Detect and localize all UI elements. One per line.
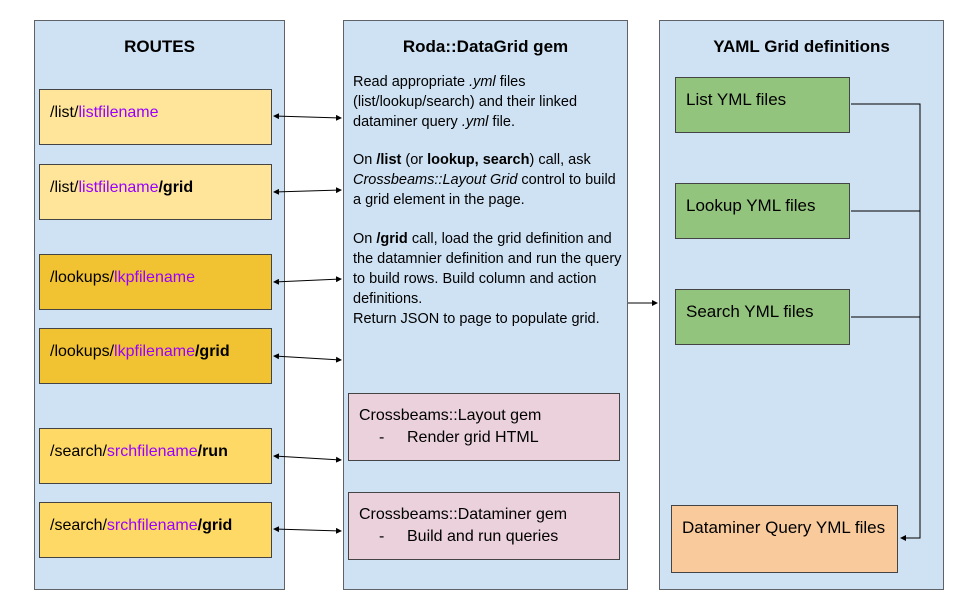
layout-gem-title: Crossbeams::Layout gem (359, 407, 542, 424)
layout-gem-box: Crossbeams::Layout gem -Render grid HTML (348, 393, 620, 461)
datagrid-grid-text: On /grid call, load the grid definition … (353, 231, 622, 327)
layout-gem-item: Render grid HTML (407, 429, 539, 446)
dataminer-gem-title: Crossbeams::Dataminer gem (359, 506, 568, 523)
route-search-grid: /search/srchfilename/grid (39, 502, 272, 558)
route-list: /list/listfilename (39, 89, 272, 145)
list-yml-box: List YML files (675, 77, 850, 133)
dataminer-gem-box: Crossbeams::Dataminer gem -Build and run… (348, 492, 620, 560)
route-lookups: /lookups/lkpfilename (39, 254, 272, 310)
route-list-grid: /list/listfilename/grid (39, 164, 272, 220)
datagrid-read-text: Read appropriate .yml files (list/lookup… (353, 74, 578, 130)
yaml-title: YAML Grid definitions (713, 37, 890, 56)
arrow-route-search-run (273, 453, 342, 463)
arrow-route-lookups-grid (273, 353, 342, 363)
arrow-route-lookups (273, 276, 342, 285)
arrow-route-list (273, 113, 342, 121)
dataminer-query-yml-box: Dataminer Query YML files (671, 505, 898, 573)
arrow-route-list-grid (273, 187, 342, 195)
lookup-yml-box: Lookup YML files (675, 183, 850, 239)
datagrid-list-text: On /list (or lookup, search) call, ask C… (353, 152, 616, 208)
route-lookups-grid: /lookups/lkpfilename/grid (39, 328, 272, 384)
search-yml-box: Search YML files (675, 289, 850, 345)
routes-title: ROUTES (124, 37, 195, 56)
datagrid-title: Roda::DataGrid gem (402, 37, 569, 56)
arrow-route-search-grid (273, 526, 342, 534)
route-search-run: /search/srchfilename/run (39, 428, 272, 484)
bracket-yml-to-query (851, 103, 921, 541)
dataminer-gem-item: Build and run queries (407, 528, 559, 545)
